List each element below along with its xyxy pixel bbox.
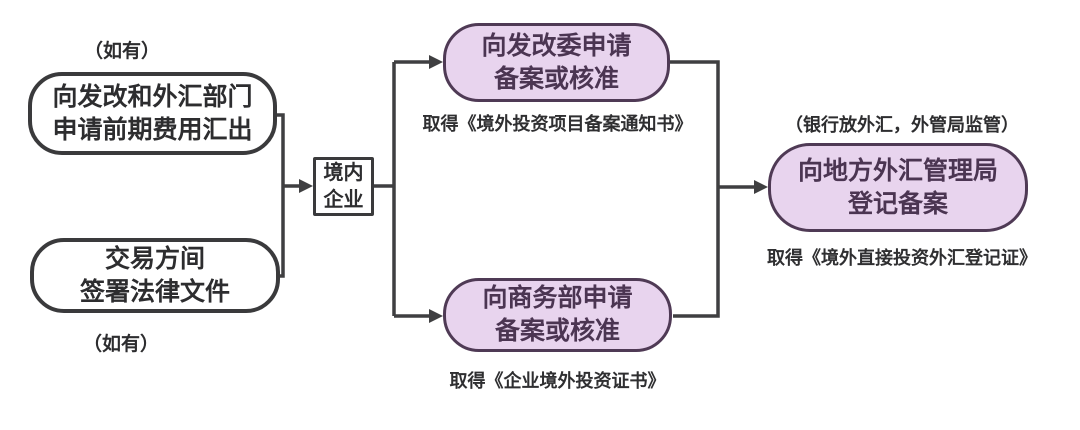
node-sign-legal-documents: 交易方间 签署法律文件 [30,238,280,313]
arrowhead-domestic [299,179,313,193]
caption-ndrc-document: 取得《境外投资项目备案通知书》 [422,114,693,134]
arrowhead-safe [754,180,768,194]
node-mofcom-filing: 向商务部申请 备案或核准 [443,278,672,352]
node-label-line: 备案或核准 [494,317,620,345]
node-label-line: 企业 [323,188,364,211]
note-bank-forex-supervision: （银行放外汇，外管局监管） [785,115,1019,135]
note-if-any-top: （如有） [83,41,160,62]
node-ndrc-filing: 向发改委申请 备案或核准 [443,23,670,102]
node-label-line: 向发改委申请 [481,31,632,60]
caption-mofcom-document: 取得《企业境外投资证书》 [449,371,666,391]
node-safe-registration: 向地方外汇管理局 登记备案 [768,143,1028,232]
node-label-line: 签署法律文件 [79,277,230,306]
connector-left-bracket [276,113,285,278]
node-label-line: 向地方外汇管理局 [797,156,998,185]
arrowhead-ndrc [429,55,443,69]
node-label-line: 备案或核准 [493,64,619,93]
caption-safe-document: 取得《境外直接投资外汇登记证》 [767,248,1037,268]
node-label-line: 境内 [323,161,364,184]
node-label-line: 向商务部申请 [482,284,633,312]
note-if-any-bottom: （如有） [82,334,159,355]
node-label-line: 交易方间 [104,244,205,273]
node-label-line: 登记备案 [847,189,948,218]
node-label-line: 向发改和外汇部门 [52,82,253,111]
node-domestic-enterprise: 境内 企业 [313,157,374,216]
node-label-line: 申请前期费用汇出 [52,115,253,144]
arrowhead-mofcom [429,309,443,323]
node-prelim-fee-remittance: 向发改和外汇部门 申请前期费用汇出 [28,72,277,155]
connector-right-bracket [670,60,720,318]
